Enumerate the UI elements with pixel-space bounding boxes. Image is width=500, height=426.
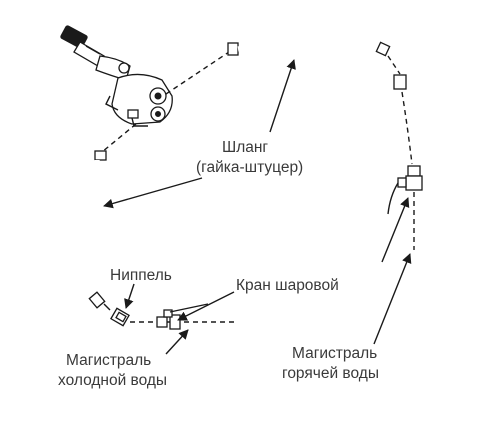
nipple-label: Ниппель (110, 267, 172, 284)
mixer-faucet-icon (60, 25, 173, 127)
hot-main-label-line1: Магистраль (292, 345, 377, 362)
hot-ball-valve-icon (387, 165, 423, 215)
hot-water-main-line (401, 91, 413, 165)
hose-leader-hot (269, 59, 296, 133)
hose-leader-cold (103, 177, 203, 209)
hot-nipple-fitting (393, 74, 407, 90)
cold-hose-dashed-link (101, 123, 137, 153)
hot-hose-dashed-down (387, 55, 401, 75)
ball-valve-leader (177, 291, 235, 321)
hot-water-hose (227, 36, 391, 57)
hot-main-label-line2: горячей воды (282, 365, 379, 382)
hot-main-leader (373, 253, 412, 345)
cold-main-label-line1: Магистраль (66, 352, 151, 369)
cold-main-label-line2: холодной воды (58, 372, 167, 389)
nipple-leader (124, 283, 135, 309)
cold-main-leader (165, 329, 189, 355)
hose-label-line2: (гайка-штуцер) (196, 159, 303, 176)
ball-valve-icon (156, 303, 209, 330)
nipple-fitting-icon (103, 303, 130, 327)
ball-valve-label: Кран шаровой (236, 277, 339, 294)
hose-label-line1: Шланг (222, 139, 268, 156)
hot-valve-leader (381, 197, 410, 263)
hot-hose-dashed-link (165, 49, 233, 95)
cold-water-hose (79, 150, 107, 309)
